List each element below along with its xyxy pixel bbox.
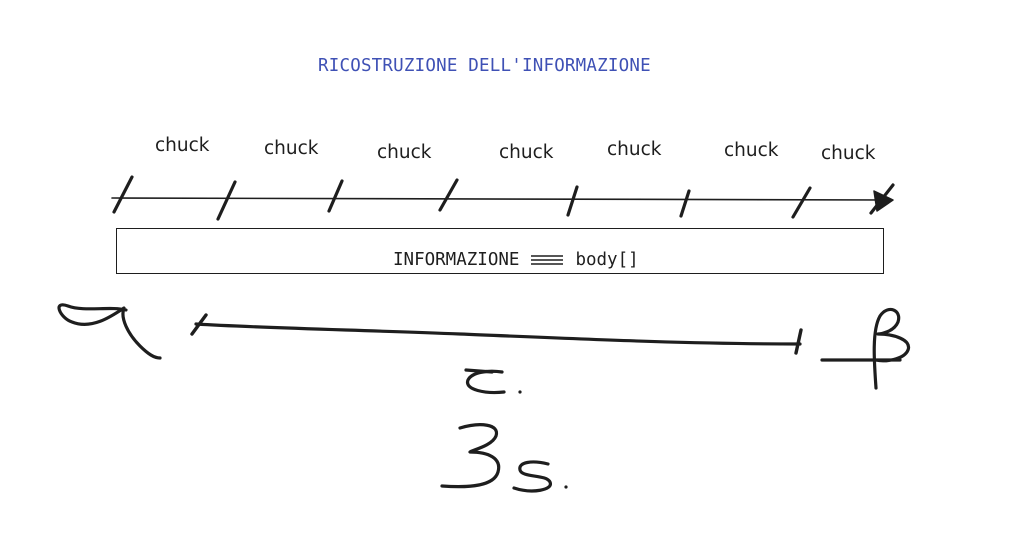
diagram-title: RICOSTRUZIONE DELL'INFORMAZIONE (318, 56, 651, 76)
interval-start-mark (190, 313, 208, 336)
body-array-text: body[] (575, 250, 639, 270)
timeline-tick (791, 186, 812, 219)
timeline-axis (111, 197, 891, 201)
chunk-label: chuck (607, 139, 662, 160)
timeline-tick (112, 175, 134, 214)
three-s-label-handwritten (440, 423, 568, 493)
timeline-tick (216, 180, 237, 221)
information-box-label: INFORMAZIONE body[] (393, 250, 639, 270)
timeline-tick (566, 185, 579, 217)
information-text: INFORMAZIONE (393, 250, 520, 270)
chunk-label: chuck (264, 138, 319, 159)
timeline-tick (438, 178, 459, 212)
chunk-label: chuck (155, 135, 210, 156)
alpha-symbol (57, 303, 162, 360)
beta-symbol (820, 307, 911, 390)
timeline-tick (327, 179, 344, 213)
chunk-label: chuck (499, 142, 554, 163)
chunk-label: chuck (724, 140, 779, 161)
chunk-label: chuck (377, 142, 432, 163)
timeline-tick (679, 189, 691, 218)
c-label-handwritten (464, 368, 522, 395)
triple-bar-equivalent-icon (531, 254, 564, 266)
timeline-tick (869, 183, 895, 215)
information-box (116, 228, 884, 274)
chunk-label: chuck (821, 143, 876, 164)
interval-end-mark (794, 328, 803, 355)
interval-line (194, 322, 802, 346)
